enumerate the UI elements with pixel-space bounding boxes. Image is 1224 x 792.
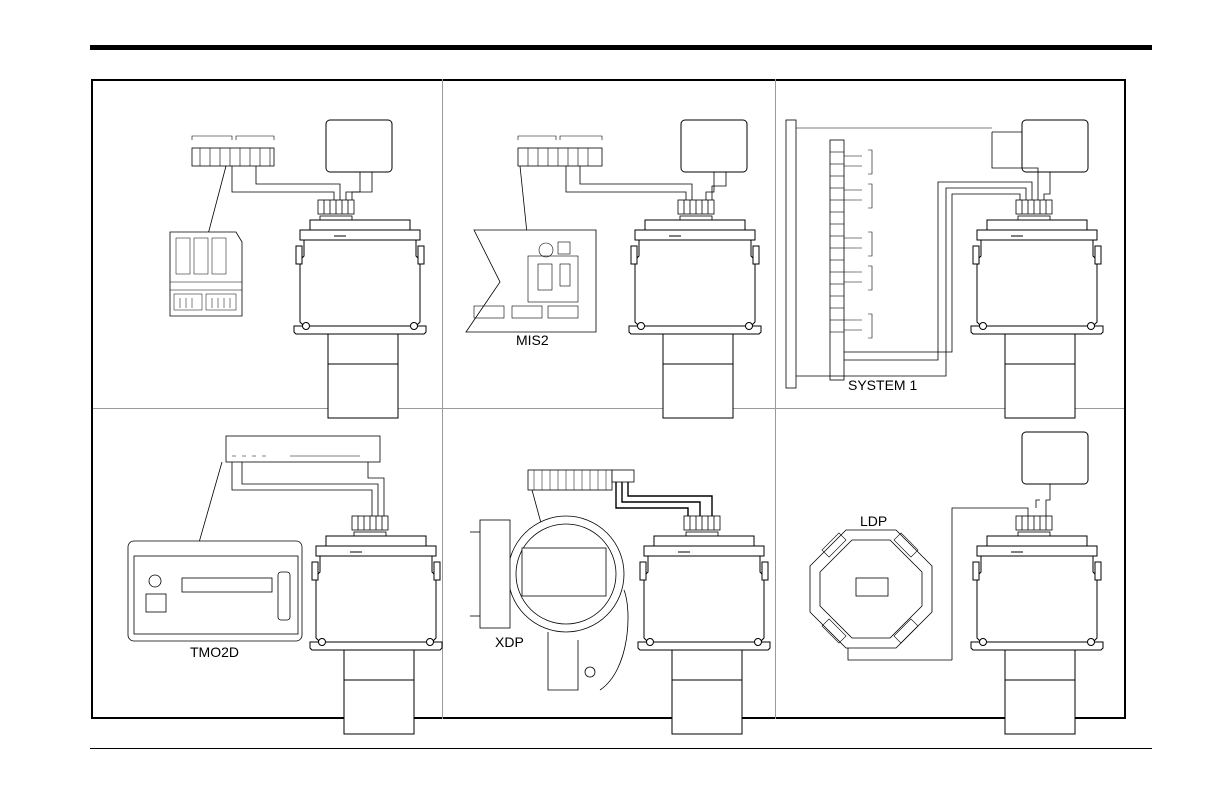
tmo2d-label: TMO2D — [190, 644, 239, 660]
xdp-label: XDP — [495, 634, 524, 650]
panel-5-diagram — [470, 470, 770, 734]
panel-6-diagram — [810, 432, 1103, 734]
panel-3-diagram — [786, 120, 1103, 418]
panel-2-diagram — [466, 120, 761, 418]
system1-label: SYSTEM 1 — [848, 377, 917, 393]
panel-1-diagram — [170, 120, 426, 418]
panel-4-diagram — [128, 436, 442, 734]
mis2-label: MIS2 — [516, 332, 549, 348]
ldp-label: LDP — [860, 513, 887, 529]
